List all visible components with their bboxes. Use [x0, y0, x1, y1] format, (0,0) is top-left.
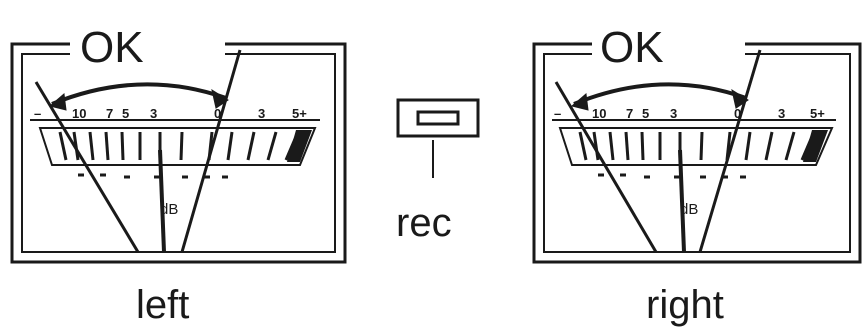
right-scale-label: 5+: [810, 106, 825, 121]
right-scale-label: –: [554, 106, 561, 121]
right-scale-label: 0: [734, 106, 741, 121]
left-scale-label: 0: [214, 106, 221, 121]
left-meter: [10, 42, 347, 264]
left-scale-label: 5: [122, 106, 129, 121]
right-caption: right: [646, 283, 724, 327]
right-scale-label: 3: [778, 106, 785, 121]
left-db-label: dB: [160, 201, 178, 218]
left-scale-label: 5+: [292, 106, 307, 121]
right-scale-label: 10: [592, 106, 606, 121]
left-ok-label: OK: [80, 23, 144, 72]
right-scale-label: 7: [626, 106, 633, 121]
right-scale-label: 3: [670, 106, 677, 121]
left-scale-label: 3: [258, 106, 265, 121]
rec-indicator: [396, 98, 480, 178]
right-ok-label: OK: [600, 23, 664, 72]
left-scale-label: 7: [106, 106, 113, 121]
right-scale-label: 5: [642, 106, 649, 121]
left-caption: left: [136, 283, 189, 327]
left-scale-label: –: [34, 106, 41, 121]
right-db-label: dB: [680, 201, 698, 218]
right-meter: [532, 42, 862, 264]
rec-label: rec: [396, 201, 452, 245]
left-scale-label: 3: [150, 106, 157, 121]
left-scale-label: 10: [72, 106, 86, 121]
